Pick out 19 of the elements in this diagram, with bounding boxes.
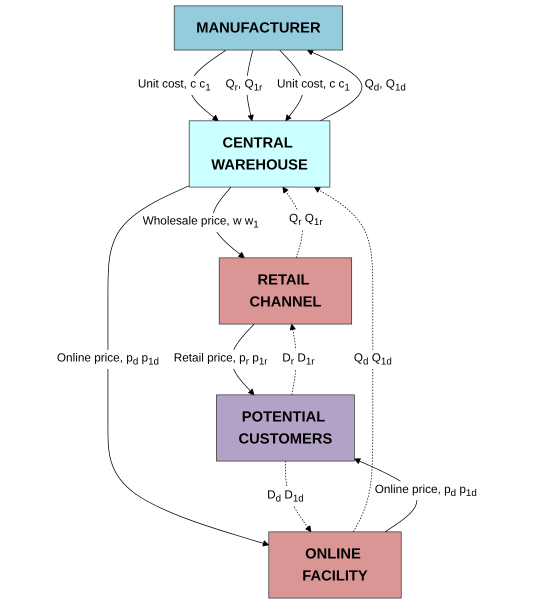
node-box: POTENTIAL CUSTOMERS bbox=[216, 394, 354, 462]
edge-label: Retail price, p$_{r}$ p$_{1r}$ bbox=[173, 352, 268, 367]
edge-label: Q$_{r}$ Q$_{1r}$ bbox=[288, 212, 322, 228]
node-box: MANUFACTURER bbox=[173, 6, 343, 50]
edge-label: D$_{r}$ D$_{1r}$ bbox=[282, 352, 314, 367]
edge-label: Q$_{r}$, Q$_{1r}$ bbox=[225, 78, 262, 93]
edge-label: Online price, p$_{d}$ p$_{1d}$ bbox=[374, 483, 476, 498]
node-box: RETAIL CHANNEL bbox=[218, 257, 352, 324]
arrow bbox=[306, 50, 362, 122]
edge-label: Online price, p$_{d}$ p$_{1d}$ bbox=[56, 352, 159, 367]
edge-label: Unit cost, c c$_{1}$ bbox=[137, 78, 210, 93]
edge-label: Unit cost, c c$_{1}$ bbox=[276, 78, 350, 93]
arrow bbox=[314, 186, 373, 532]
edge-label: Q$_{d}$ Q$_{1d}$ bbox=[353, 352, 392, 367]
edge-label: Wholesale price, w w$_{1}$ bbox=[142, 215, 258, 230]
node-box: ONLINE FACILITY bbox=[268, 532, 402, 598]
edge-label: D$_{d}$ D$_{1d}$ bbox=[266, 489, 304, 504]
node-box: CENTRAL WAREHOUSE bbox=[188, 120, 330, 188]
edge-label: Q$_{d}$, Q$_{1d}$ bbox=[364, 78, 406, 93]
